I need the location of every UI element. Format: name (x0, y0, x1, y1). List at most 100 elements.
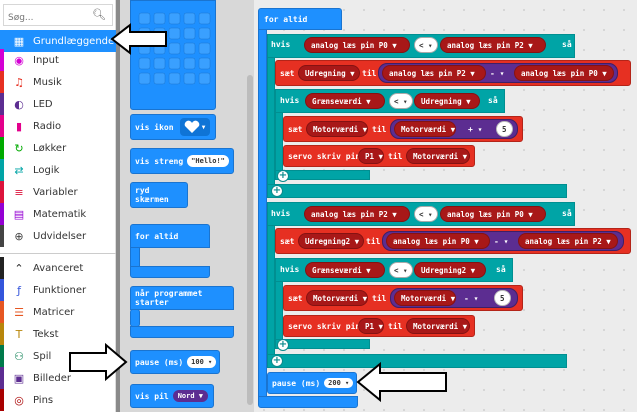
search-input[interactable] (4, 8, 92, 28)
category-color-bar (0, 93, 4, 115)
plus-circle-icon: ⊕ (14, 229, 24, 243)
if-1b-then: så (488, 96, 498, 105)
forever-block[interactable]: for altid (258, 8, 342, 30)
set-2-number[interactable]: 5 (496, 121, 513, 137)
set-4-number[interactable]: 5 (494, 290, 511, 306)
pause-value[interactable]: 200 ▾ (324, 378, 354, 388)
set-3-a-reading[interactable]: analog læs pin P0 ▼ (386, 233, 490, 249)
set-3-b-reading[interactable]: analog læs pin P2 ▼ (518, 233, 618, 249)
pause-block[interactable]: pause (ms) 200 ▾ (267, 372, 357, 394)
if-2-left-reading[interactable]: analog læs pin P2 ▼ (304, 206, 410, 222)
if-1-operator[interactable]: < ▾ (414, 37, 438, 53)
forever-flyout-block[interactable]: for altid (130, 224, 210, 248)
set-1-operator[interactable]: - ▾ (490, 69, 505, 78)
set-4-variable[interactable]: Motorværdi ▼ (306, 290, 368, 306)
if-1b-calc-var[interactable]: Udregning ▼ (414, 93, 480, 109)
heart-icon-dropdown[interactable]: ▼ (179, 118, 210, 136)
category-grundlæggende[interactable]: ▦ Grundlæggende (0, 30, 116, 52)
text-icon: T (15, 327, 23, 341)
set-2-operator[interactable]: + ▾ (468, 125, 483, 134)
if-2b-calc-var[interactable]: Udregning2 ▼ (414, 262, 486, 278)
servo-1-pin[interactable]: P1 ▼ (358, 148, 384, 164)
category-pins[interactable]: ◎Pins (0, 389, 116, 411)
list-icon: ≡ (14, 185, 24, 199)
if-2-arm (267, 225, 275, 355)
category-løkker[interactable]: ↻Løkker (0, 137, 116, 159)
set-1-b-reading[interactable]: analog læs pin P0 ▼ (514, 65, 614, 81)
flyout-scrollbar[interactable] (247, 75, 253, 405)
arrow-direction-dropdown[interactable]: Nord ▼ (172, 390, 209, 402)
set-2-a-var[interactable]: Motorværdi ▼ (394, 121, 456, 137)
set-2-to: til (372, 125, 387, 134)
search-icon[interactable]: 🔍︎ (92, 8, 106, 21)
set-1-variable[interactable]: Udregning ▼ (298, 65, 360, 81)
on-start-block[interactable]: når programmet starter (130, 286, 234, 310)
category-logik[interactable]: ⇄Logik (0, 159, 116, 181)
if-1-add-icon[interactable]: + (271, 185, 283, 197)
if-1b-add-icon[interactable]: + (277, 170, 289, 182)
toolbox-divider (116, 0, 120, 412)
category-udvidelser[interactable]: ⊕Udvidelser (0, 225, 116, 247)
if-2b-add-icon[interactable]: + (277, 339, 289, 351)
category-radio[interactable]: ▮Radio (0, 115, 116, 137)
show-arrow-block[interactable]: vis pil Nord ▼ (130, 384, 214, 408)
led-grid-icon[interactable] (131, 1, 215, 109)
category-variabler[interactable]: ≡ Variabler (0, 181, 116, 203)
if-2-add-icon[interactable]: + (271, 355, 283, 367)
show-icon-block[interactable]: vis ikon ▼ (130, 114, 216, 140)
search-box[interactable]: 🔍︎ (3, 4, 113, 28)
category-matricer[interactable]: ☰Matricer (0, 301, 116, 323)
servo-2-pin[interactable]: P1 ▼ (358, 318, 384, 334)
pause-flyout-block[interactable]: pause (ms) 100 ▾ (130, 350, 220, 374)
set-4-operator[interactable]: - ▾ (464, 294, 479, 303)
function-icon: ƒ (17, 283, 21, 297)
pause-flyout-value[interactable]: 100 ▾ (187, 356, 217, 368)
category-billeder[interactable]: ▣Billeder (0, 367, 116, 389)
if-2b-operator[interactable]: < ▾ (389, 262, 413, 278)
set-3-variable[interactable]: Udregning2 ▼ (298, 233, 364, 249)
forever-flyout-foot (130, 266, 210, 278)
category-input[interactable]: ◉Input (0, 49, 116, 71)
category-matematik[interactable]: ▤Matematik (0, 203, 116, 225)
if-1-foot (267, 184, 567, 198)
category-spil[interactable]: ⚇Spil (0, 345, 116, 367)
servo-2-var[interactable]: Motorværdi ▼ (406, 318, 470, 334)
set-2-variable[interactable]: Motorværdi ▼ (306, 121, 368, 137)
category-label: Grundlæggende (33, 35, 115, 47)
servo-1-keyword: servo skriv pin (288, 152, 361, 161)
category-color-bar (0, 301, 4, 323)
if-1b-threshold-var[interactable]: Grænseværdi ▼ (305, 93, 385, 109)
set-1-a-reading[interactable]: analog læs pin P2 ▼ (382, 65, 486, 81)
servo-2-to: til (388, 322, 403, 331)
annotation-arrow-pause-block (356, 361, 447, 403)
if-1b-foot (275, 170, 370, 180)
show-leds-block[interactable] (130, 0, 216, 110)
if-1-right-reading[interactable]: analog læs pin P2 ▼ (440, 37, 546, 53)
string-value-field[interactable]: "Hello!" (187, 155, 229, 167)
category-avanceret[interactable]: ⌃Avanceret (0, 257, 116, 279)
grid-icon: ▦ (13, 34, 25, 48)
category-color-bar (0, 279, 4, 301)
if-2-then: så (562, 209, 572, 218)
toolbox: 🔍︎ ▦ Grundlæggende ◉Input♫Musik◐LED▮Radio↻… (0, 0, 116, 412)
forever-label: for altid (264, 14, 308, 24)
category-musik[interactable]: ♫Musik (0, 71, 116, 93)
chevron-up-icon: ⌃ (14, 261, 24, 275)
servo-1-var[interactable]: Motorværdi ▼ (406, 148, 470, 164)
if-1b-operator[interactable]: < ▾ (389, 93, 413, 109)
calculator-icon: ▤ (13, 207, 25, 221)
if-2b-threshold-var[interactable]: Grænseværdi ▼ (305, 262, 385, 278)
image-icon: ▣ (13, 371, 25, 385)
set-4-a-var[interactable]: Motorværdi ▼ (394, 290, 456, 306)
show-string-block[interactable]: vis streng "Hello!" (130, 148, 234, 174)
category-label: Variabler (33, 186, 78, 198)
if-2-right-reading[interactable]: analog læs pin P0 ▼ (440, 206, 546, 222)
category-led[interactable]: ◐LED (0, 93, 116, 115)
if-2-operator[interactable]: < ▾ (414, 206, 438, 222)
clear-screen-block[interactable]: ryd skærmen (130, 182, 188, 208)
if-1b-keyword: hvis (280, 96, 300, 105)
if-1-left-reading[interactable]: analog læs pin P0 ▼ (304, 37, 410, 53)
set-3-operator[interactable]: - ▾ (494, 237, 509, 246)
